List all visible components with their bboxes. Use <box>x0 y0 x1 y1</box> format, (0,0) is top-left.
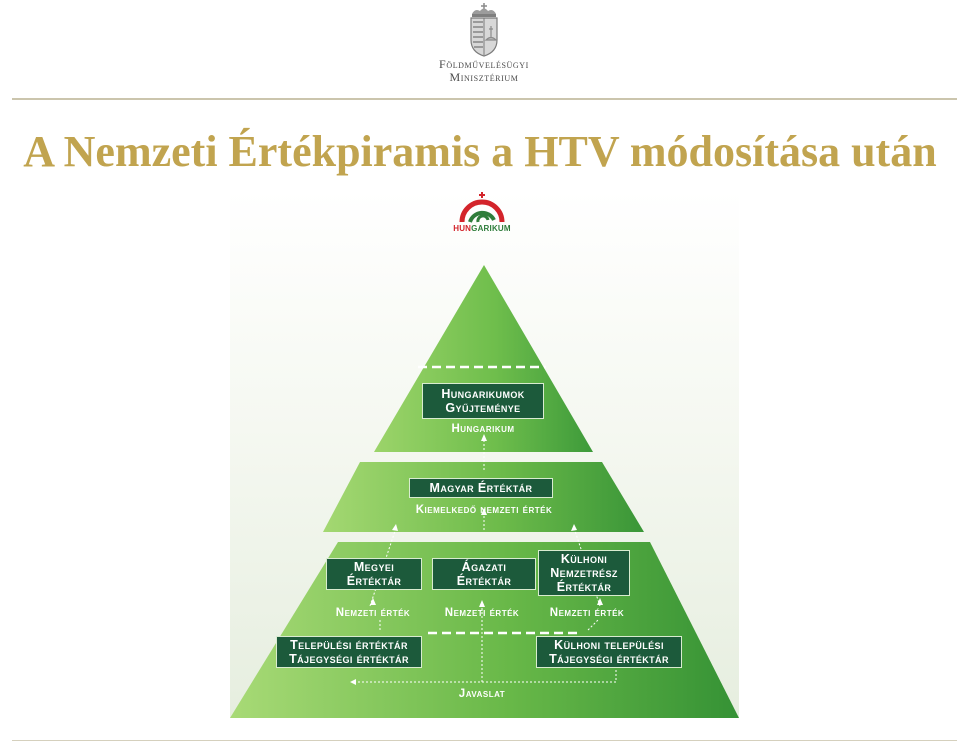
ministry-name: Földművelésügyi Minisztérium <box>380 58 588 84</box>
megyei-ertektar-box: Megyei Értéktár <box>326 558 422 590</box>
logo-text-red: HUN <box>453 224 472 233</box>
hungarikum-logo-text: HUNGARIKUM <box>448 224 516 233</box>
nemzeti-ertek-label-right: Nemzeti érték <box>549 607 625 619</box>
javaslat-label: Javaslat <box>458 688 506 700</box>
page-header: Földművelésügyi Minisztérium <box>0 0 960 100</box>
logo-text-green: GARIKUM <box>471 224 511 233</box>
page-title: A Nemzeti Értékpiramis a HTV módosítása … <box>23 127 937 176</box>
ministry-name-line2: Minisztérium <box>449 70 519 84</box>
hungarian-coat-of-arms-icon <box>470 3 498 57</box>
header-divider <box>12 98 957 100</box>
ministry-name-line1: Földművelésügyi <box>439 57 529 71</box>
kulhoni-telepulesi-tajegysegi-ertektar-box: Külhoni települési Tájegységi értéktár <box>536 636 682 668</box>
kulhoni-nemzetresz-ertektar-box: Külhoni Nemzetrész Értéktár <box>538 550 630 596</box>
kiemelkedo-nemzeti-ertek-label: Kiemelkedő nemzeti érték <box>415 504 553 516</box>
hungarikum-label: Hungarikum <box>451 423 515 435</box>
nemzeti-ertek-label-left: Nemzeti érték <box>335 607 411 619</box>
hungarikum-logo: HUNGARIKUM <box>448 190 516 240</box>
hungarikum-logo-icon <box>459 192 505 223</box>
agazati-ertektar-box: Ágazati Értéktár <box>432 558 536 590</box>
magyar-ertektar-box: Magyar Értéktár <box>409 478 553 498</box>
nemzeti-ertek-label-center: Nemzeti érték <box>444 607 520 619</box>
footer-divider <box>12 740 957 741</box>
value-pyramid-diagram: HUNGARIKUM Hungarikumok Gyűjteménye Hung… <box>230 190 739 718</box>
hungarikumok-gyujtemenye-box: Hungarikumok Gyűjteménye <box>422 383 544 419</box>
telepulesi-tajegysegi-ertektar-box: Települési értéktár Tájegységi értéktár <box>276 636 422 668</box>
